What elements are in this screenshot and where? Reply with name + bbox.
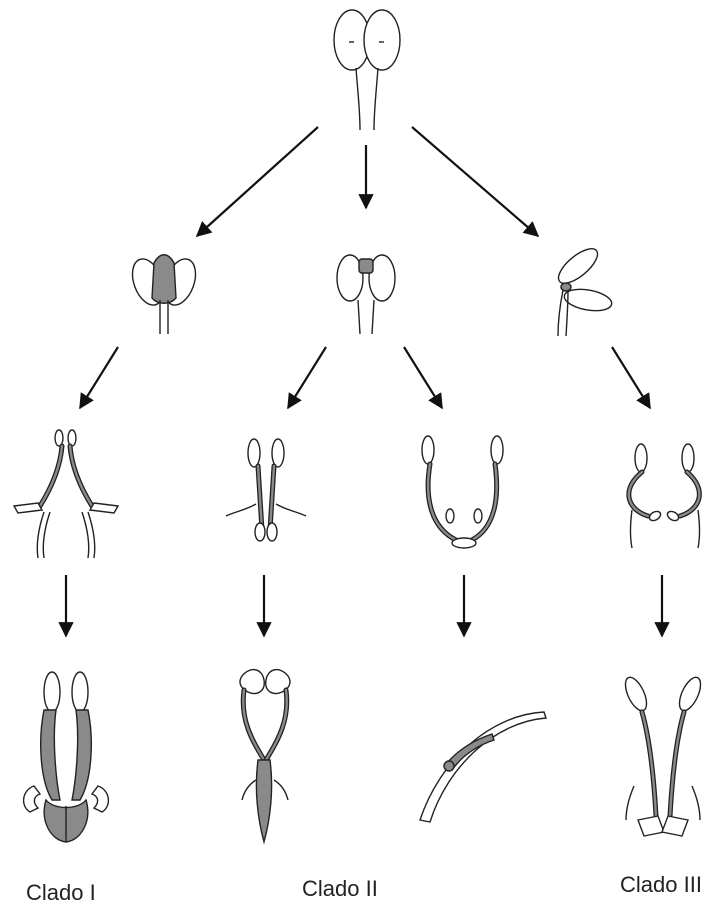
arrows-level-1: [197, 127, 538, 236]
stage2-clade3: [553, 243, 613, 336]
stage3-clade2a: [226, 439, 306, 541]
stage3-clade1: [14, 430, 118, 558]
clade-2-label: Clado II: [302, 876, 378, 902]
arrows-level-2: [80, 347, 650, 408]
stage3-clade2b: [422, 436, 503, 548]
final-pollinarium-clade3: [621, 674, 705, 836]
final-pollinarium-clade2: [240, 670, 290, 842]
clade-3-label: Clado III: [620, 872, 702, 898]
clade-1-label: Clado I: [26, 880, 96, 906]
ancestral-pollinarium: [334, 10, 400, 130]
stage2-clade1: [127, 255, 202, 334]
arrows-level-3: [66, 575, 662, 636]
final-pollinarium-clade1: [24, 672, 109, 842]
final-pollinarium-clade2b: [420, 712, 546, 822]
stage2-clade2: [337, 255, 395, 334]
stage3-clade3: [629, 444, 700, 548]
